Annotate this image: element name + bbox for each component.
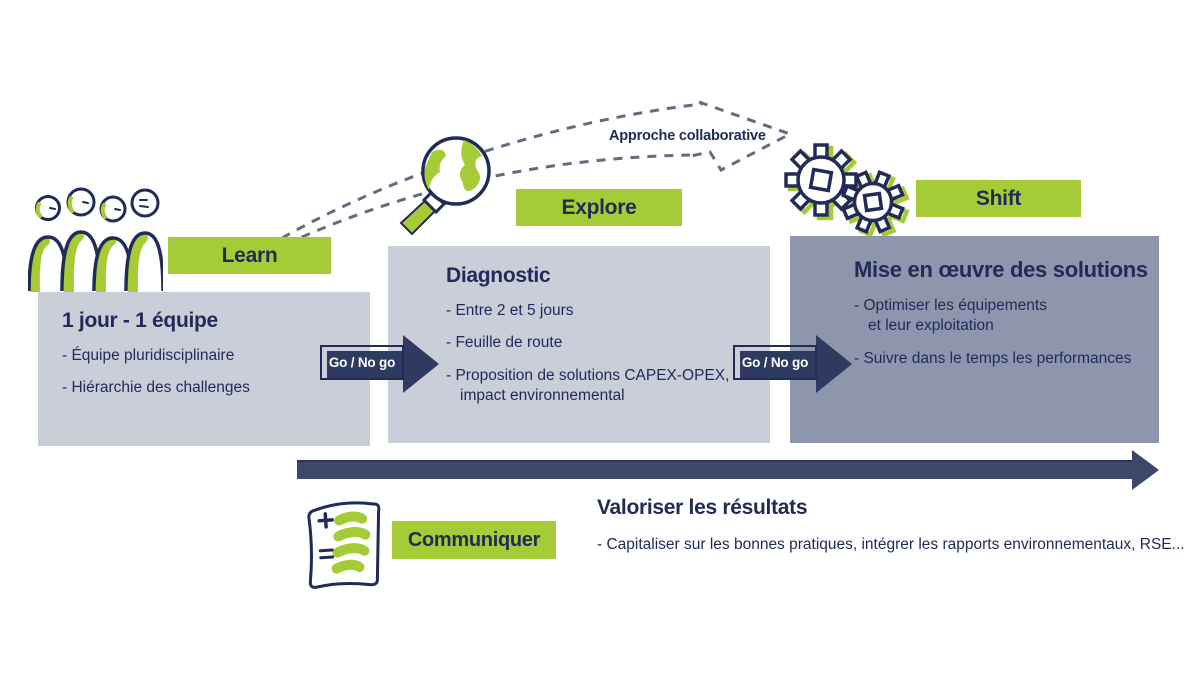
communicate-title: Valoriser les résultats — [597, 496, 808, 519]
magnifier-globe-icon — [399, 136, 491, 236]
panel-explore: Diagnostic - Entre 2 et 5 jours - Feuill… — [388, 246, 770, 443]
tag-shift: Shift — [916, 180, 1081, 217]
panel-learn-bullet: - Hiérarchie des challenges — [62, 379, 250, 397]
team-people-icon — [28, 187, 163, 292]
panel-explore-title: Diagnostic — [446, 264, 551, 287]
panel-shift-title: Mise en œuvre des solutions — [854, 257, 1148, 282]
collaboration-label: Approche collaborative — [609, 128, 766, 144]
tag-explore: Explore — [516, 189, 682, 226]
gate-label: Go / No go — [733, 345, 817, 380]
document-notes-icon — [307, 501, 381, 589]
panel-learn-title: 1 jour - 1 équipe — [62, 309, 218, 332]
communicate-flow-arrow-head — [1132, 450, 1159, 490]
panel-shift-bullet: - Suivre dans le temps les performances — [854, 349, 1132, 367]
panel-explore-bullet: - Proposition de solutions CAPEX-OPEX, i… — [446, 366, 730, 405]
gate-arrow-head — [816, 335, 852, 393]
tag-learn: Learn — [168, 237, 331, 274]
gate-learn-explore: Go / No go — [320, 333, 444, 395]
gears-icon — [784, 143, 910, 238]
panel-learn-bullet: - Équipe pluridisciplinaire — [62, 347, 235, 364]
panel-shift-bullet: - Optimiser les équipements et leur expl… — [854, 297, 1047, 335]
tag-communiquer: Communiquer — [392, 521, 556, 559]
panel-explore-bullet: - Entre 2 et 5 jours — [446, 302, 574, 319]
gate-arrow-head — [403, 335, 439, 393]
collaborative-dashed-arrow — [281, 100, 794, 246]
communicate-bullet: - Capitaliser sur les bonnes pratiques, … — [597, 536, 1185, 553]
panel-explore-bullet: - Feuille de route — [446, 334, 563, 352]
panel-learn: 1 jour - 1 équipe - Équipe pluridiscipli… — [38, 292, 370, 446]
gate-explore-shift: Go / No go — [733, 333, 857, 395]
gate-arrow-body — [740, 351, 816, 378]
gate-label: Go / No go — [320, 345, 404, 380]
communicate-flow-arrow — [297, 460, 1133, 479]
gate-arrow-body — [327, 351, 403, 378]
